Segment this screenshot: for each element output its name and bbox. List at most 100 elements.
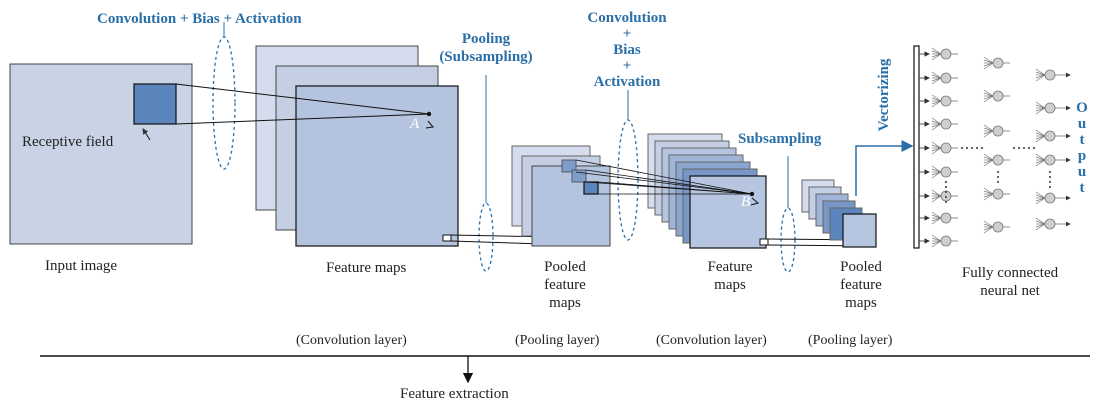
ellipsis-dot [944, 180, 948, 184]
pool-ellipse-1 [478, 202, 494, 272]
ellipsis-dot [996, 180, 1000, 184]
point-a-label: A [410, 116, 420, 132]
neuron [931, 165, 958, 179]
neuron [983, 220, 1010, 234]
ellipsis-dot [944, 200, 948, 204]
conv2-label-line5: Activation [593, 74, 661, 90]
neuron [1035, 101, 1062, 115]
receptive-field-label: Receptive field [22, 134, 114, 150]
point-b-dot [749, 191, 755, 197]
neuron [983, 153, 1010, 167]
receptive-field [133, 83, 177, 125]
feature-maps-2-line1: Feature [707, 259, 753, 275]
pooling-label-line1: Pooling [461, 31, 511, 47]
neuron [1035, 217, 1062, 231]
conv2-label-line3: Bias [613, 42, 641, 58]
pooling-label-line2: (Subsampling) [439, 49, 533, 65]
conv-bias-activation-label: Convolution + Bias + Activation [97, 11, 302, 27]
pooled-maps-1-line1: Pooled [544, 259, 586, 275]
feature-maps-1-label: Feature maps [326, 260, 407, 276]
neuron [931, 47, 958, 61]
ellipsis-dot [944, 190, 948, 194]
neuron [1035, 191, 1062, 205]
fc-network [919, 47, 1071, 248]
feature-extraction-label: Feature extraction [400, 386, 509, 402]
point-b-label: B [741, 194, 751, 210]
output-letter: O [1076, 100, 1088, 116]
neuron [983, 187, 1010, 201]
fc-label: Fully connected neural net [940, 264, 1080, 300]
ellipsis-dot [996, 170, 1000, 174]
ellipsis-dot [975, 146, 979, 150]
neuron [1035, 129, 1062, 143]
pool-ellipse-2 [780, 207, 796, 273]
neuron [931, 141, 958, 155]
ellipsis-dot [1048, 175, 1052, 179]
layer-conv-2-label: (Convolution layer) [656, 333, 767, 348]
ellipsis-dot [1048, 170, 1052, 174]
fc-label-line1: Fully connected [961, 265, 1059, 281]
neuron [983, 124, 1010, 138]
pool-window-2 [759, 238, 769, 246]
conv-ellipse-1 [212, 36, 236, 170]
output-letter: t [1079, 180, 1085, 196]
feature-maps-2 [647, 133, 767, 249]
conv2-label-line4: + [622, 58, 632, 74]
feature-maps-2-label: Feature maps [695, 258, 765, 294]
pooled-maps-1-line3: maps [549, 295, 581, 311]
ellipsis-dot [1022, 146, 1026, 150]
neuron [983, 89, 1010, 103]
vectorizing-label: Vectorizing [876, 58, 892, 132]
ellipsis-dot [1017, 146, 1021, 150]
ellipsis-dot [965, 146, 969, 150]
pooled-maps-2-line2: feature [840, 277, 882, 293]
neuron [1035, 68, 1062, 82]
ellipsis-dot [996, 175, 1000, 179]
neuron [931, 211, 958, 225]
pooled-maps-2-line3: maps [845, 295, 877, 311]
ellipsis-dot [1027, 146, 1031, 150]
ellipsis-dot [1048, 180, 1052, 184]
neuron [1035, 153, 1062, 167]
pooled-maps-1-line2: feature [544, 277, 586, 293]
conv2-label-line1: Convolution [587, 10, 667, 26]
ellipsis-dot [944, 195, 948, 199]
pooled-maps-2-label: Pooled feature maps [826, 258, 896, 312]
conv2-label: Convolution + Bias + Activation [572, 10, 682, 90]
vectorizing-arrow [855, 140, 914, 196]
ellipsis-dot [1012, 146, 1016, 150]
layer-pool-1-label: (Pooling layer) [515, 333, 600, 348]
ellipsis-dot [1048, 185, 1052, 189]
pooled-maps-2 [801, 179, 877, 248]
pooled-maps-1-label: Pooled feature maps [530, 258, 600, 312]
fc-label-line2: neural net [980, 283, 1040, 299]
subsampling2-label: Subsampling [738, 131, 822, 147]
pooled-maps-1 [511, 145, 611, 247]
feature-maps-1 [255, 45, 459, 247]
layer-pool-2-label: (Pooling layer) [808, 333, 893, 348]
pooled-maps-2-line1: Pooled [840, 259, 882, 275]
point-a-dot [426, 111, 432, 117]
ellipsis-dot [960, 146, 964, 150]
feature-maps-2-line2: maps [714, 277, 746, 293]
input-image-label: Input image [45, 258, 118, 274]
neuron [983, 56, 1010, 70]
neuron [931, 94, 958, 108]
neuron [931, 71, 958, 85]
conv2-label-line2: + [622, 26, 632, 42]
vector-bar [913, 45, 920, 249]
output-letter: u [1077, 116, 1087, 132]
pool-window-1 [442, 234, 452, 242]
output-letter: t [1079, 132, 1085, 148]
pooling-label: Pooling (Subsampling) [428, 30, 544, 66]
output-letter: u [1077, 164, 1087, 180]
ellipsis-dot [980, 146, 984, 150]
output-letter: p [1077, 148, 1087, 164]
ellipsis-dot [1032, 146, 1036, 150]
conv-ellipse-2 [617, 119, 639, 241]
layer-conv-1-label: (Convolution layer) [296, 333, 407, 348]
ellipsis-dot [944, 185, 948, 189]
